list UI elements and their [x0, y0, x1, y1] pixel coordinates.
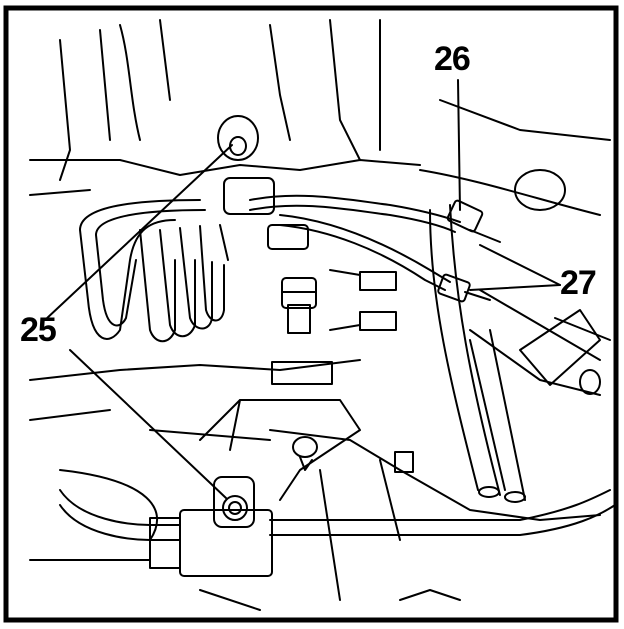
stud-bolt — [292, 436, 414, 473]
round-cap — [514, 169, 566, 211]
leader-lines — [44, 79, 561, 499]
hex-bolt-center — [281, 277, 317, 334]
pipe-sleeve — [223, 177, 309, 250]
connector-blocks — [329, 269, 397, 331]
mounting-bracket — [199, 361, 361, 501]
pipe-fitting-27 — [437, 273, 491, 303]
callout-25: 25 — [20, 311, 57, 349]
pipe-fitting-26 — [446, 199, 501, 243]
brake-line — [249, 194, 461, 291]
coiled-brake-pipes — [79, 199, 229, 343]
leader-25-b — [69, 349, 227, 499]
nut-lower-25 — [213, 476, 255, 528]
leader-27-a — [479, 244, 561, 286]
leader-25-a — [44, 144, 233, 321]
sensor-cylinder — [519, 309, 611, 395]
flexible-hose — [429, 204, 526, 503]
engine-casing — [29, 19, 611, 611]
diagram-frame — [3, 5, 619, 623]
lower-pipe — [59, 489, 616, 577]
leader-26 — [457, 79, 461, 211]
leader-27-b — [469, 284, 561, 291]
callout-27: 27 — [560, 264, 597, 302]
callout-26: 26 — [434, 40, 471, 78]
